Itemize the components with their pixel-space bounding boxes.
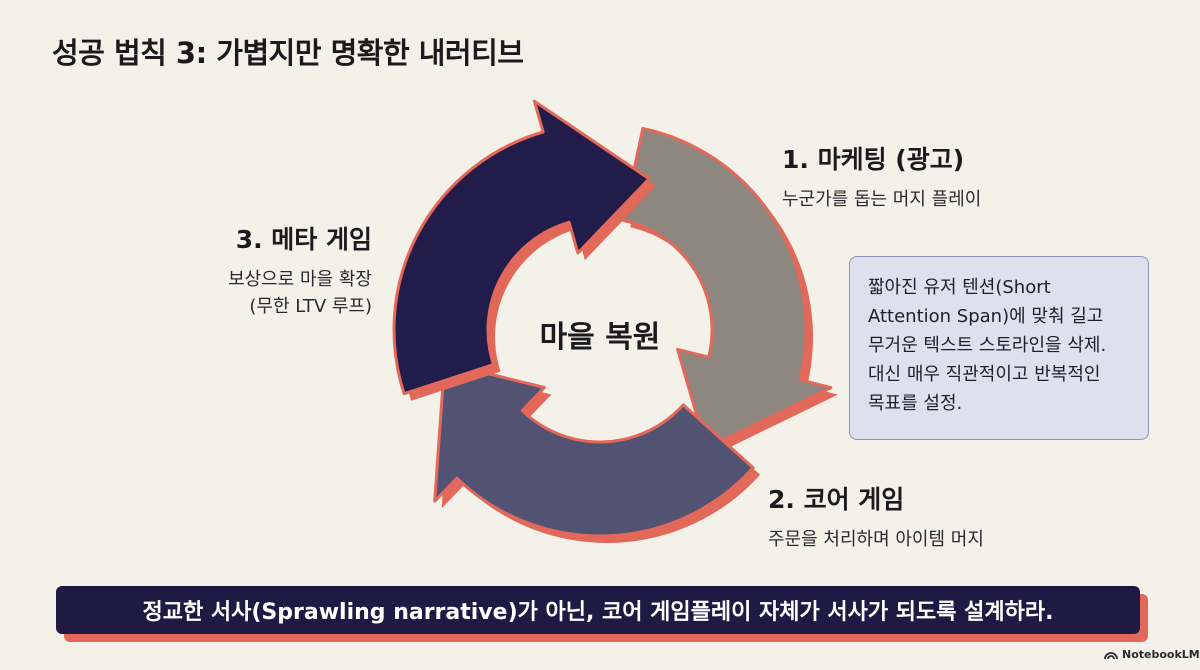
- step-meta-game: 3. 메타 게임 보상으로 마을 확장 (무한 LTV 루프): [150, 220, 372, 320]
- step-core-game-heading: 2. 코어 게임: [768, 485, 905, 514]
- note-box: 짧아진 유저 텐션(Short Attention Span)에 맞춰 길고 무…: [849, 256, 1149, 440]
- notebooklm-label: NotebookLM: [1122, 648, 1200, 661]
- step-marketing-description: 누군가를 돕는 머지 플레이: [782, 189, 982, 210]
- center-label: 마을 복원: [539, 320, 661, 355]
- step-core-game-description: 주문을 처리하며 아이템 머지: [768, 529, 984, 550]
- note-line: Attention Span)에 맞춰 길고: [868, 306, 1104, 327]
- step-meta-game-heading: 3. 메타 게임: [235, 225, 372, 254]
- marketing-arrow: [621, 127, 833, 450]
- step-core-game: 2. 코어 게임 주문을 처리하며 아이템 머지: [768, 480, 984, 553]
- step-meta-game-description-line1: 보상으로 마을 확장: [228, 269, 372, 290]
- takeaway-banner: 정교한 서사(Sprawling narrative)가 아닌, 코어 게임플레…: [56, 586, 1140, 634]
- note-line: 짧아진 유저 텐션(Short: [868, 277, 1051, 298]
- step-meta-game-description-line2: (무한 LTV 루프): [249, 296, 372, 317]
- notebooklm-logo: NotebookLM: [1104, 648, 1200, 661]
- note-line: 무거운 텍스트 스토라인을 삭제.: [868, 335, 1107, 356]
- step-marketing-heading: 1. 마케팅 (광고): [782, 145, 965, 174]
- note-line: 목표를 설정.: [868, 393, 963, 414]
- step-marketing: 1. 마케팅 (광고) 누군가를 돕는 머지 플레이: [782, 140, 981, 213]
- meta-game-arrow: [392, 99, 651, 396]
- note-line: 대신 매우 직관적이고 반복적인: [868, 364, 1101, 385]
- notebooklm-icon: [1104, 651, 1118, 659]
- page-title: 성공 법칙 3: 가볍지만 명확한 내러티브: [52, 36, 524, 70]
- core-game-arrow: [433, 361, 755, 538]
